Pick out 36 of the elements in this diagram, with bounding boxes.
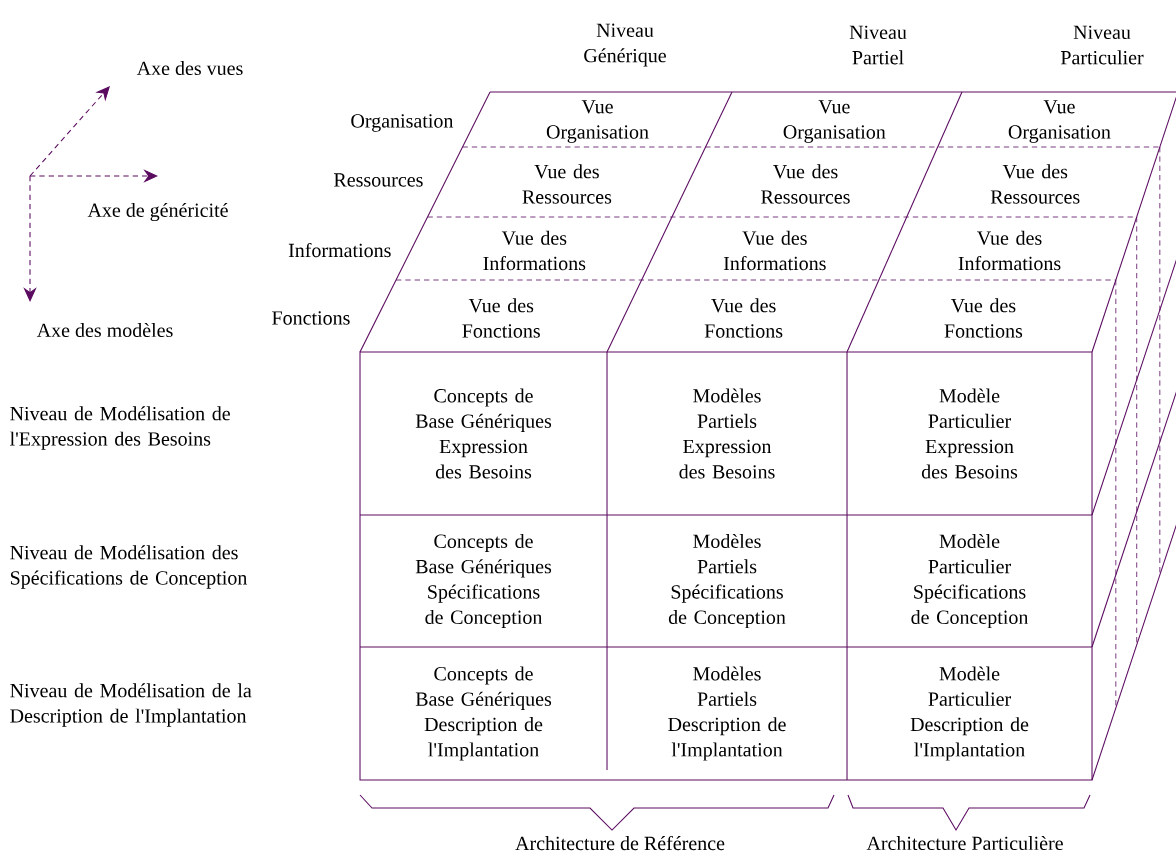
architecture-label: Architecture de Référence [515,835,725,851]
column-heading: Niveau Particulier [1060,25,1144,65]
level-label: Niveau de Modélisation des Spécifications de Conception [10,545,248,589]
view-cell: Vue des Informations [958,230,1061,271]
view-cell: Vue des Ressources [761,164,850,204]
model-cell: Modèle Particulier Description de l'Implantation [910,666,1029,761]
model-cell: Modèle Particulier Expression des Besoins [921,388,1018,479]
view-cell: Vue des Fonctions [462,298,540,338]
view-cell: Vue des Informations [723,230,826,271]
view-label: Informations [288,242,391,258]
view-cell: Vue des Ressources [990,164,1080,204]
view-cell: Vue des Ressources [522,164,612,204]
view-cell: Vue Organisation [546,100,649,143]
model-cell: Modèles Partiels Description de l'Implantation [668,666,786,761]
view-label: Organisation [351,114,454,132]
model-cell: Concepts de Base Génériques Description de l'Implantation [415,666,552,761]
view-cell: Vue Organisation [783,100,886,143]
axis-label: Axe de généricité [87,202,228,222]
column-heading: Niveau Partiel [849,25,907,65]
model-cell: Modèle Particulier Spécifications de Conception [911,533,1029,629]
view-cell: Vue des Fonctions [944,298,1023,338]
view-cell: Vue des Informations [483,230,586,271]
column-heading: Niveau Générique [584,23,666,67]
view-cell: Vue des Fonctions [704,298,783,338]
architecture-label: Architecture Particulière [866,835,1063,851]
level-label: Niveau de Modélisation de l'Expression des Besoins [10,406,230,450]
level-label: Niveau de Modélisation de la Description de l'Implantation [10,683,252,727]
model-cell: Concepts de Base Génériques Expression des Besoins [415,388,552,479]
view-cell: Vue Organisation [1008,100,1111,143]
model-cell: Modèles Partiels Spécifications de Conception [668,533,786,629]
model-cell: Concepts de Base Génériques Spécifications de Conception [415,533,552,629]
axis-label: Axe des modèles [36,322,173,338]
view-label: Fonctions [272,311,350,325]
axis-label: Axe des vues [136,61,243,76]
model-cell: Modèles Partiels Expression des Besoins [679,388,775,479]
view-label: Ressources [334,173,423,187]
